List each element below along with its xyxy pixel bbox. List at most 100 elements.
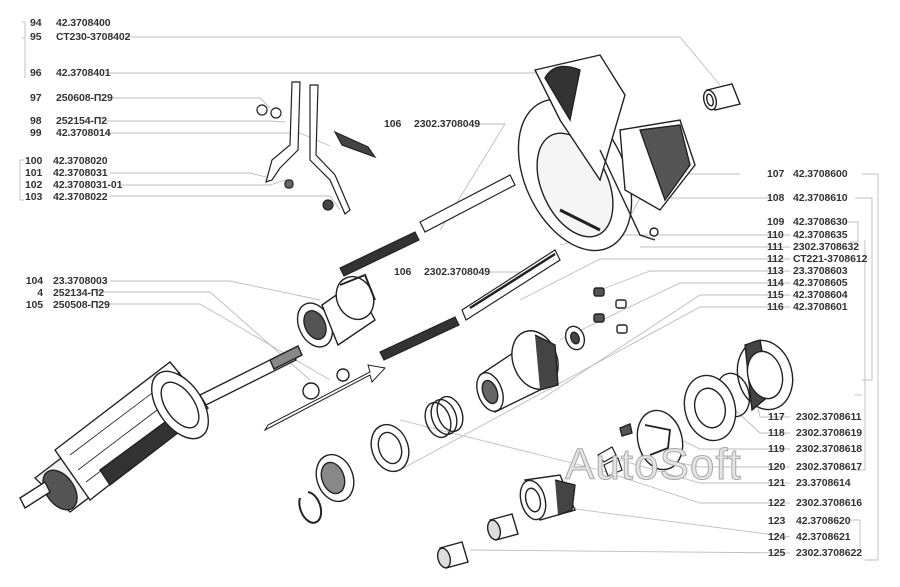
part-code: 42.3708020 — [53, 155, 108, 167]
leader-101 — [110, 172, 271, 179]
part-code: 42.3708610 — [793, 192, 848, 204]
stud-bolt-parts — [339, 174, 561, 361]
part-number: 107 — [767, 168, 785, 180]
part-number: 94 — [30, 17, 42, 29]
part-label-101: 101 42.3708031 — [25, 167, 108, 179]
direction-arrow — [263, 364, 386, 432]
leader-122 — [399, 419, 790, 504]
part-label-119: 119 2302.3708618 — [768, 443, 862, 455]
leader-118 — [734, 409, 790, 434]
parts-drawing — [19, 54, 794, 569]
part-code: 42.3708022 — [53, 191, 108, 203]
part-number: 104 — [25, 275, 43, 287]
part-code: 2302.3708617 — [796, 461, 862, 473]
nut-part — [302, 382, 320, 400]
part-number: 102 — [25, 179, 43, 191]
part-label-4: 4 252134-П2 — [23, 287, 104, 299]
part-code: 2302.3708632 — [793, 241, 859, 253]
drive-housing-part — [517, 54, 696, 252]
bracket-100-103 — [19, 159, 24, 201]
nut-part — [336, 368, 350, 382]
bushing-125-part — [436, 541, 469, 569]
part-code: 2302.3708618 — [796, 443, 862, 455]
bracket-107 — [862, 173, 879, 561]
part-code: 42.3708621 — [796, 531, 851, 543]
pinion-gear-part — [519, 474, 576, 521]
part-number: 114 — [767, 277, 784, 289]
part-number: 123 — [768, 515, 786, 527]
part-number: 117 — [768, 411, 785, 423]
part-number: 97 — [30, 92, 42, 104]
part-code: 42.3708031-01 — [53, 179, 123, 191]
leader-4 — [95, 291, 311, 381]
part-label-98: 98 252154-П2 — [30, 115, 107, 127]
part-number: 109 — [767, 216, 785, 228]
part-code: 42.3708600 — [793, 168, 848, 180]
spring-part — [424, 395, 464, 439]
part-number: 116 — [767, 301, 784, 313]
part-number: 106 — [394, 266, 412, 278]
part-number: 121 — [768, 477, 786, 489]
part-code: 42.3708400 — [56, 17, 111, 29]
part-number: 113 — [767, 265, 784, 277]
part-number: 122 — [768, 497, 786, 509]
part-code: 2302.3708049 — [414, 118, 480, 130]
leader-104 — [110, 280, 321, 301]
part-number: 120 — [768, 461, 786, 473]
part-code: СТ230-3708402 — [56, 31, 131, 43]
leader-112 — [519, 258, 790, 301]
leader-102 — [120, 179, 286, 186]
part-code: 2302.3708619 — [796, 427, 862, 439]
lock-ring-part — [298, 491, 323, 524]
leader-125 — [469, 549, 791, 554]
part-code: 2302.3708049 — [424, 266, 490, 278]
drive-clutch-part — [296, 273, 376, 348]
leader-95 — [125, 36, 721, 86]
leader-99 — [105, 132, 331, 147]
part-number: 98 — [30, 115, 42, 127]
part-label-106-lower: 106 2302.3708049 — [394, 266, 490, 278]
part-number: 96 — [30, 67, 42, 79]
gear-housing-part — [736, 339, 794, 412]
part-number: 110 — [767, 229, 784, 241]
bracket-108 — [855, 197, 873, 381]
bushing-124-part — [486, 513, 519, 541]
leader-103 — [110, 195, 341, 211]
bushing-part — [702, 83, 741, 111]
part-number: 108 — [767, 192, 785, 204]
part-label-120: 120 2302.3708617 — [768, 461, 862, 473]
part-code: 23.3708603 — [793, 265, 848, 277]
thrust-washer-part — [315, 453, 355, 503]
part-code: 252154-П2 — [56, 115, 108, 127]
part-code: 42.3708401 — [56, 67, 111, 79]
part-number: 111 — [767, 241, 784, 253]
part-label-96: 96 42.3708401 — [30, 67, 111, 79]
part-code: 2302.3708611 — [796, 411, 862, 423]
part-number: 119 — [768, 443, 785, 455]
part-code: 252134-П2 — [53, 287, 105, 299]
spring-clip-part — [619, 423, 633, 437]
part-number: 101 — [25, 167, 43, 179]
bracket-94-96 — [22, 21, 26, 78]
part-number: 4 — [37, 287, 43, 299]
leader-116 — [399, 306, 790, 471]
leader-106a — [439, 123, 506, 231]
part-number: 115 — [767, 289, 784, 301]
part-code: 42.3708031 — [53, 167, 108, 179]
